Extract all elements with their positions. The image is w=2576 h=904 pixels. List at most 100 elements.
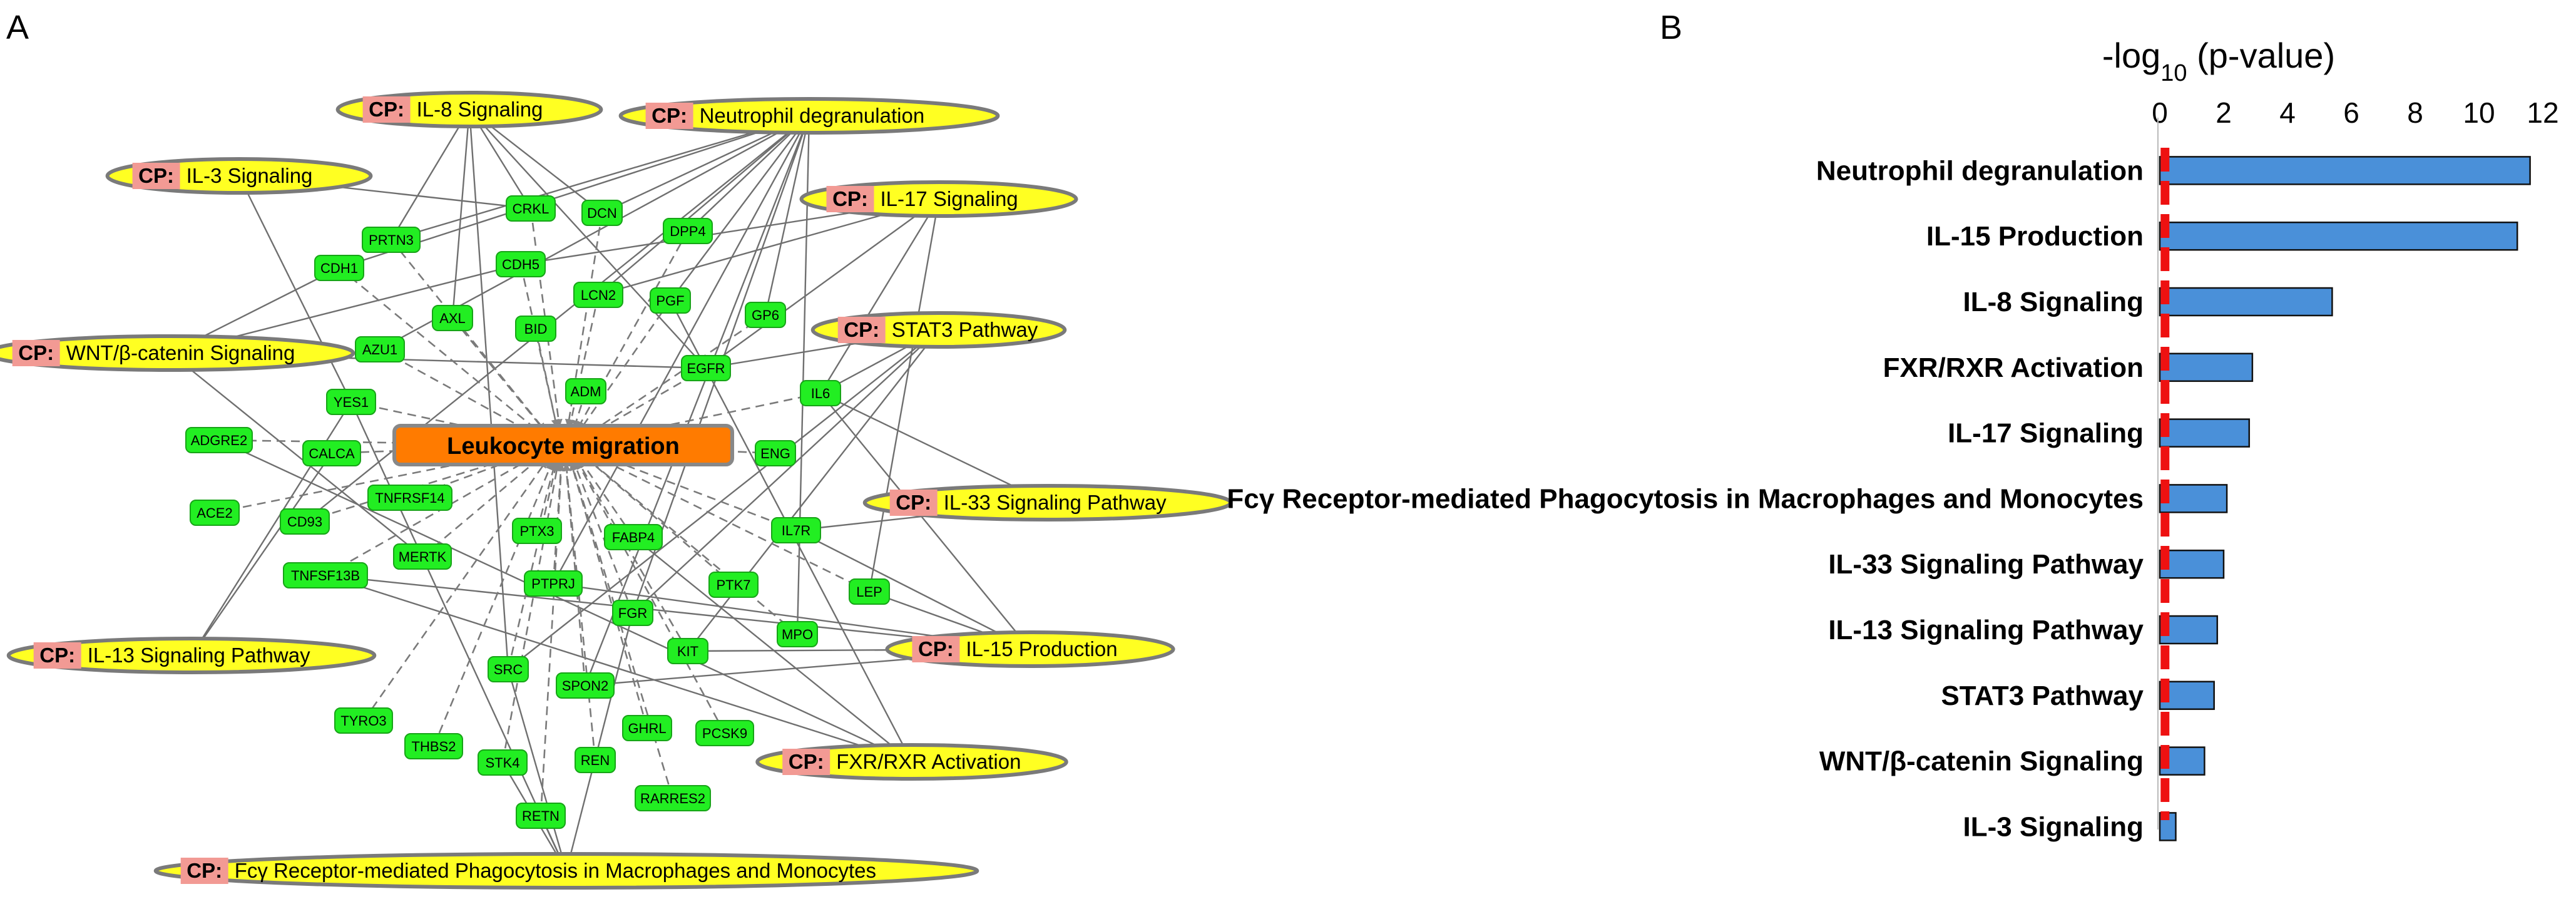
gene-node-label: ACE2 <box>197 505 232 521</box>
cp-tag-box <box>362 96 411 123</box>
gene-node-yes1[interactable]: YES1 <box>326 389 376 415</box>
pathway-node-wnt[interactable]: CP:WNT/β-catenin Signaling <box>0 334 355 372</box>
gene-node-box <box>515 316 556 342</box>
pathway-gene-edge <box>350 401 568 871</box>
gene-center-edge <box>507 462 559 670</box>
pathway-gene-edge <box>552 115 810 584</box>
gene-node-box <box>777 621 818 647</box>
pathway-node-il13[interactable]: CP:IL-13 Signaling Pathway <box>6 637 377 674</box>
gene-node-box <box>432 305 473 331</box>
cp-tag-label: CP: <box>138 164 174 187</box>
gene-node-pcsk9[interactable]: PCSK9 <box>695 720 754 746</box>
gene-node-kit[interactable]: KIT <box>667 638 708 664</box>
gene-node-box <box>478 749 528 776</box>
category-label: IL-17 Signaling <box>1948 418 2144 449</box>
gene-node-prtn3[interactable]: PRTN3 <box>362 227 421 253</box>
gene-node-box <box>604 524 663 550</box>
gene-node-pgf[interactable]: PGF <box>650 287 691 314</box>
gene-node-mertk[interactable]: MERTK <box>393 543 452 570</box>
gene-node-adm[interactable]: ADM <box>565 378 606 404</box>
gene-node-box <box>849 578 890 605</box>
pathway-gene-edge <box>584 115 810 686</box>
gene-node-gp6[interactable]: GP6 <box>745 302 786 328</box>
pathway-node-neut[interactable]: CP:Neutrophil degranulation <box>618 97 1000 135</box>
pathway-gene-edge <box>304 115 810 522</box>
gene-center-edge <box>534 328 560 428</box>
gene-node-label: AXL <box>439 311 466 326</box>
pathway-gene-edge <box>218 439 912 763</box>
pathway-node-stat3[interactable]: CP:STAT3 Pathway <box>810 311 1067 349</box>
pathway-node-il8[interactable]: CP:IL-8 Signaling <box>335 91 603 128</box>
gene-node-ptk7[interactable]: PTK7 <box>708 572 759 598</box>
pathway-node-il17[interactable]: CP:IL-17 Signaling <box>799 180 1078 218</box>
gene-node-box <box>565 378 606 404</box>
gene-node-ace2[interactable]: ACE2 <box>190 500 240 526</box>
gene-node-ren[interactable]: REN <box>575 747 616 773</box>
gene-node-cd93[interactable]: CD93 <box>280 508 330 535</box>
pathway-node-ellipse <box>618 97 1000 135</box>
gene-node-eng[interactable]: ENG <box>755 440 796 466</box>
gene-node-tyro3[interactable]: TYRO3 <box>334 707 393 734</box>
gene-node-crkl[interactable]: CRKL <box>506 195 556 222</box>
gene-node-lep[interactable]: LEP <box>849 578 890 605</box>
gene-node-dpp4[interactable]: DPP4 <box>663 218 713 244</box>
bar-il-15-production <box>2159 221 2518 251</box>
gene-node-ptx3[interactable]: PTX3 <box>512 518 562 544</box>
pathway-node-fxr[interactable]: CP:FXR/RXR Activation <box>755 743 1068 781</box>
gene-node-il6[interactable]: IL6 <box>800 380 841 406</box>
gene-node-ptprj[interactable]: PTPRJ <box>524 570 583 597</box>
gene-node-thbs2[interactable]: THBS2 <box>404 733 463 759</box>
gene-node-cdh1[interactable]: CDH1 <box>314 255 364 281</box>
gene-node-fabp4[interactable]: FABP4 <box>604 524 663 550</box>
pathway-gene-edge <box>451 109 471 319</box>
cp-tag-label: CP: <box>18 341 54 364</box>
cp-tag-label: CP: <box>832 187 868 210</box>
pathway-node-il3[interactable]: CP:IL-3 Signaling <box>105 157 373 195</box>
gene-node-label: TYRO3 <box>340 713 386 729</box>
gene-node-label: CD93 <box>287 514 322 530</box>
gene-node-il7r[interactable]: IL7R <box>771 517 821 543</box>
panel-a-label: A <box>6 9 29 46</box>
gene-node-ghrl[interactable]: GHRL <box>622 715 672 741</box>
gene-node-label: SPON2 <box>562 678 609 694</box>
gene-node-adgre2[interactable]: ADGRE2 <box>185 427 253 453</box>
gene-node-label: FGR <box>618 605 647 621</box>
pathway-gene-edge <box>598 115 810 295</box>
gene-node-lcn2[interactable]: LCN2 <box>573 282 623 308</box>
gene-node-azu1[interactable]: AZU1 <box>355 336 405 362</box>
leukocyte-migration-node[interactable]: Leukocyte migration <box>392 424 734 466</box>
gene-node-label: TNFRSF14 <box>375 490 444 506</box>
cp-tag-box <box>782 749 831 775</box>
pathway-node-il33[interactable]: CP:IL-33 Signaling Pathway <box>862 484 1233 521</box>
gene-node-mpo[interactable]: MPO <box>777 621 818 647</box>
gene-node-bid[interactable]: BID <box>515 316 556 342</box>
gene-node-rarres2[interactable]: RARRES2 <box>635 785 711 811</box>
gene-node-axl[interactable]: AXL <box>432 305 473 331</box>
pathway-gene-edge <box>507 669 568 871</box>
gene-node-box <box>280 508 330 535</box>
gene-node-spon2[interactable]: SPON2 <box>556 672 615 699</box>
x-tick-label: 10 <box>2463 96 2495 129</box>
pathway-node-label: IL-8 Signaling <box>417 98 543 121</box>
gene-center-edge <box>422 456 542 557</box>
gene-node-label: GHRL <box>628 721 666 736</box>
gene-node-src[interactable]: SRC <box>488 656 529 682</box>
gene-node-fgr[interactable]: FGR <box>612 600 653 626</box>
gene-center-edge <box>563 463 596 761</box>
pathway-node-fcg[interactable]: CP:Fcγ Receptor-mediated Phagocytosis in… <box>153 852 979 890</box>
gene-node-label: RETN <box>522 808 560 824</box>
gene-node-tnfrsf14[interactable]: TNFRSF14 <box>367 485 452 511</box>
gene-node-tnfsf13b[interactable]: TNFSF13B <box>283 562 368 588</box>
gene-node-box <box>314 255 364 281</box>
gene-node-box <box>362 227 421 253</box>
gene-node-calca[interactable]: CALCA <box>302 440 361 466</box>
gene-node-box <box>488 656 529 682</box>
gene-center-edge <box>501 463 561 763</box>
gene-node-retn[interactable]: RETN <box>516 803 566 829</box>
gene-node-cdh5[interactable]: CDH5 <box>496 251 546 277</box>
gene-node-stk4[interactable]: STK4 <box>478 749 528 776</box>
pathway-node-il15[interactable]: CP:IL-15 Production <box>885 630 1175 668</box>
gene-node-dcn[interactable]: DCN <box>581 200 623 226</box>
gene-node-box <box>524 570 583 597</box>
gene-node-egfr[interactable]: EGFR <box>681 355 731 381</box>
